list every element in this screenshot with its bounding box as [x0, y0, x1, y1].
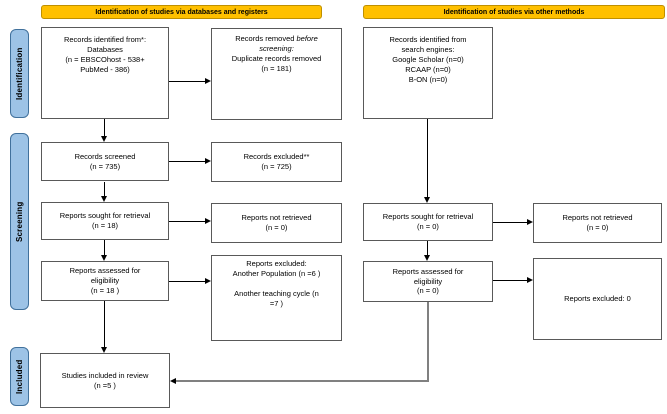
- node-reports-not-retrieved-databases-text: Reports not retrieved (n = 0): [241, 213, 312, 232]
- arrow-sought-to-not-retrieved-other: [493, 222, 527, 223]
- node-reports-assessed-databases-text: Reports assessed for eligibility (n = 18…: [69, 266, 141, 295]
- arrow-sought-to-not-retrieved-db: [169, 221, 205, 222]
- arrow-identified-to-removed: [169, 81, 205, 82]
- banner-other-label: Identification of studies via other meth…: [443, 8, 585, 16]
- node-reports-sought-databases-text: Reports sought for retrieval (n = 18): [59, 211, 151, 230]
- arrowhead-sought-to-not-retrieved-other: [527, 219, 533, 225]
- stage-screening-label: Screening: [15, 201, 24, 242]
- connector-other-assessed-vertical: [427, 302, 429, 381]
- arrowhead-screened-to-excluded: [205, 158, 211, 164]
- arrowhead-sought-to-assessed-db: [101, 255, 107, 261]
- node-studies-included: Studies included in review (n =5 ): [40, 353, 170, 408]
- banner-other-methods: Identification of studies via other meth…: [363, 5, 665, 19]
- node-records-excluded-text: Records excluded** (n = 725): [243, 152, 310, 171]
- node-records-identified-databases: Records identified from*: Databases (n =…: [41, 27, 169, 119]
- node-records-identified-databases-text: Records identified from*: Databases (n =…: [63, 35, 147, 74]
- node-reports-excluded-other: Reports excluded: 0: [533, 258, 662, 340]
- node-reports-sought-other: Reports sought for retrieval (n = 0): [363, 203, 493, 241]
- arrowhead-screened-to-sought: [101, 196, 107, 202]
- arrowhead-assessed-to-included: [101, 347, 107, 353]
- arrow-other-identified-to-sought: [427, 119, 428, 197]
- stage-identification-label: Identification: [15, 47, 24, 100]
- banner-databases-label: Identification of studies via databases …: [95, 8, 268, 16]
- node-records-identified-other-text: Records identified from search engines: …: [389, 35, 467, 84]
- arrow-screened-to-excluded: [169, 161, 205, 162]
- node-reports-excluded-other-text: Reports excluded: 0: [564, 294, 631, 304]
- node-studies-included-text: Studies included in review (n =5 ): [61, 370, 149, 390]
- arrow-screened-to-sought: [104, 182, 105, 196]
- node-records-screened: Records screened (n = 735): [41, 142, 169, 181]
- node-records-removed-text: Records removed before screening: Duplic…: [231, 34, 322, 73]
- connector-other-assessed-horizontal: [175, 380, 429, 382]
- stage-screening: Screening: [10, 133, 29, 310]
- node-reports-assessed-databases: Reports assessed for eligibility (n = 18…: [41, 261, 169, 301]
- banner-databases-registers: Identification of studies via databases …: [41, 5, 322, 19]
- arrowhead-other-assessed-to-included: [170, 378, 176, 384]
- node-reports-assessed-other-text: Reports assessed for eligibility (n = 0): [392, 266, 464, 296]
- arrow-assessed-to-excluded-other: [493, 280, 527, 281]
- node-reports-not-retrieved-other: Reports not retrieved (n = 0): [533, 203, 662, 243]
- node-records-identified-other: Records identified from search engines: …: [363, 27, 493, 119]
- arrow-sought-to-assessed-other: [427, 241, 428, 255]
- arrow-assessed-to-included: [104, 301, 105, 347]
- node-reports-excluded-databases-text: Reports excluded: Another Population (n …: [232, 259, 321, 308]
- arrowhead-other-identified-to-sought: [424, 197, 430, 203]
- stage-identification: Identification: [10, 29, 29, 118]
- node-reports-not-retrieved-databases: Reports not retrieved (n = 0): [211, 203, 342, 243]
- arrowhead-identified-to-removed: [205, 78, 211, 84]
- arrowhead-assessed-to-excluded-db: [205, 278, 211, 284]
- node-reports-sought-databases: Reports sought for retrieval (n = 18): [41, 202, 169, 240]
- stage-included: Included: [10, 347, 29, 406]
- arrow-assessed-to-excluded-db: [169, 281, 205, 282]
- node-reports-sought-other-text: Reports sought for retrieval (n = 0): [382, 212, 474, 231]
- arrowhead-sought-to-not-retrieved-db: [205, 218, 211, 224]
- node-records-removed: Records removed before screening: Duplic…: [211, 28, 342, 120]
- node-reports-not-retrieved-other-text: Reports not retrieved (n = 0): [562, 213, 633, 232]
- arrowhead-assessed-to-excluded-other: [527, 277, 533, 283]
- arrowhead-sought-to-assessed-other: [424, 255, 430, 261]
- arrowhead-db-identified-to-screened: [101, 136, 107, 142]
- node-records-screened-text: Records screened (n = 735): [74, 151, 136, 171]
- arrow-sought-to-assessed-db: [104, 240, 105, 255]
- arrow-db-identified-to-screened: [104, 119, 105, 136]
- stage-included-label: Included: [15, 359, 24, 394]
- node-reports-excluded-databases: Reports excluded: Another Population (n …: [211, 255, 342, 341]
- node-records-excluded: Records excluded** (n = 725): [211, 142, 342, 182]
- node-reports-assessed-other: Reports assessed for eligibility (n = 0): [363, 261, 493, 302]
